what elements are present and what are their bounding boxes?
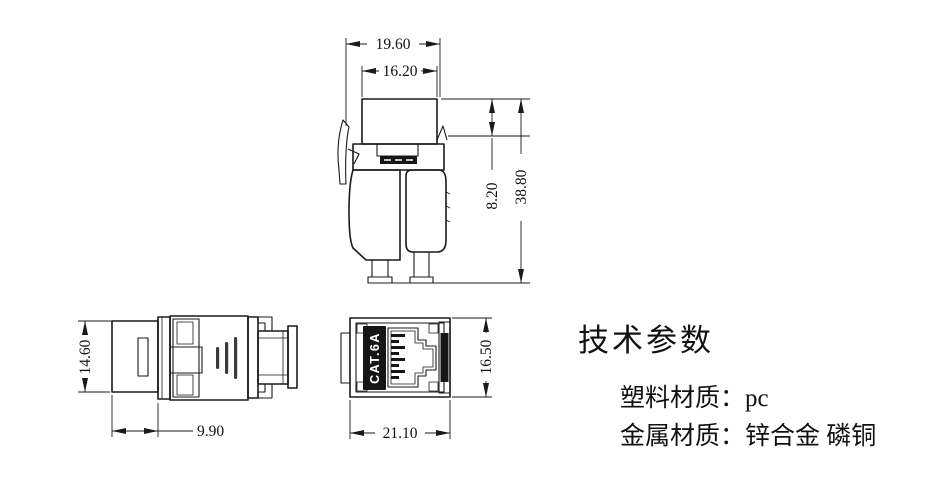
view-side-elevation: 19.60 16.20 8.20 38.80	[337, 36, 530, 284]
dim-width-inner-text: 16.20	[383, 63, 418, 80]
spec-plastic-material: 塑料材质：pc	[620, 378, 769, 414]
left-foot	[371, 259, 389, 278]
panel-lip-lines	[258, 337, 288, 376]
right-foot	[413, 251, 430, 278]
latch-block	[172, 318, 200, 398]
dim-rear-width-text: 9.90	[197, 423, 224, 440]
left-wing	[347, 148, 360, 165]
latch-arm	[337, 119, 350, 185]
latch-block-mid	[169, 346, 203, 374]
collar-notch	[376, 144, 419, 157]
rj45-opening-inner	[390, 330, 434, 385]
mid-plate	[157, 316, 171, 400]
top-hook	[257, 316, 273, 332]
right-band-fill	[440, 333, 449, 382]
vent-slat-1	[216, 347, 220, 369]
specs-title: 技术参数	[578, 323, 714, 358]
end-plate	[287, 325, 298, 389]
dim-profile-height-text: 14.60	[77, 339, 94, 374]
dim-front-height-text: 16.50	[478, 339, 495, 374]
right-foot-base	[409, 276, 434, 284]
dim-rear-width: 9.90	[111, 395, 224, 440]
dim-height-total-text: 38.80	[513, 169, 530, 204]
bottom-hook	[257, 383, 273, 399]
rear-cap-slot	[137, 337, 149, 377]
front-left-tab	[340, 332, 351, 384]
dim-depth-top: 8.20	[441, 98, 530, 210]
rear-cap	[111, 320, 159, 393]
left-foot-base	[367, 276, 393, 284]
dim-profile-height: 14.60	[77, 320, 112, 393]
right-band	[438, 321, 451, 394]
spec-metal-label: 金属材质：	[620, 423, 746, 450]
label-plate	[363, 326, 386, 390]
latch-block-bottom-inner	[176, 374, 194, 396]
dim-height-total: 38.80	[392, 99, 530, 284]
vent-slat-2	[225, 342, 229, 374]
body-left-lobe	[348, 169, 401, 261]
spec-metal-value: 锌合金 磷铜	[745, 423, 877, 450]
dim-depth-top-text: 8.20	[484, 182, 501, 209]
dim-front-width: 21.10	[349, 400, 451, 442]
dim-width-outer-text: 19.60	[376, 36, 411, 53]
view-front: CAT.6A 21.10	[340, 317, 495, 442]
view-side-profile: 14.60 9.90	[77, 315, 298, 440]
edge-ticks	[445, 191, 451, 223]
spec-plastic-value: pc	[745, 385, 769, 412]
corner-tab-bottom-right	[428, 381, 439, 392]
rj45-contacts	[391, 334, 405, 379]
category-label: CAT.6A	[368, 332, 382, 384]
dim-width-inner: 16.20	[361, 63, 438, 97]
jack-face-block	[361, 98, 438, 145]
corner-tab-top-right	[428, 323, 439, 334]
body-right-lobe	[405, 169, 447, 253]
front-flange	[247, 316, 259, 399]
dim-width-outer: 19.60	[345, 36, 441, 126]
dim-front-width-text: 21.10	[383, 425, 418, 442]
spec-plastic-label: 塑料材质：	[620, 385, 746, 412]
rj45-opening	[387, 327, 437, 388]
spec-metal-material: 金属材质：锌合金 磷铜	[620, 416, 876, 452]
right-wing	[436, 125, 448, 141]
latch-block-top-inner	[176, 321, 194, 345]
dim-front-height: 16.50	[452, 317, 495, 398]
vent-slat-3	[234, 337, 238, 379]
panel-lip	[257, 330, 289, 385]
